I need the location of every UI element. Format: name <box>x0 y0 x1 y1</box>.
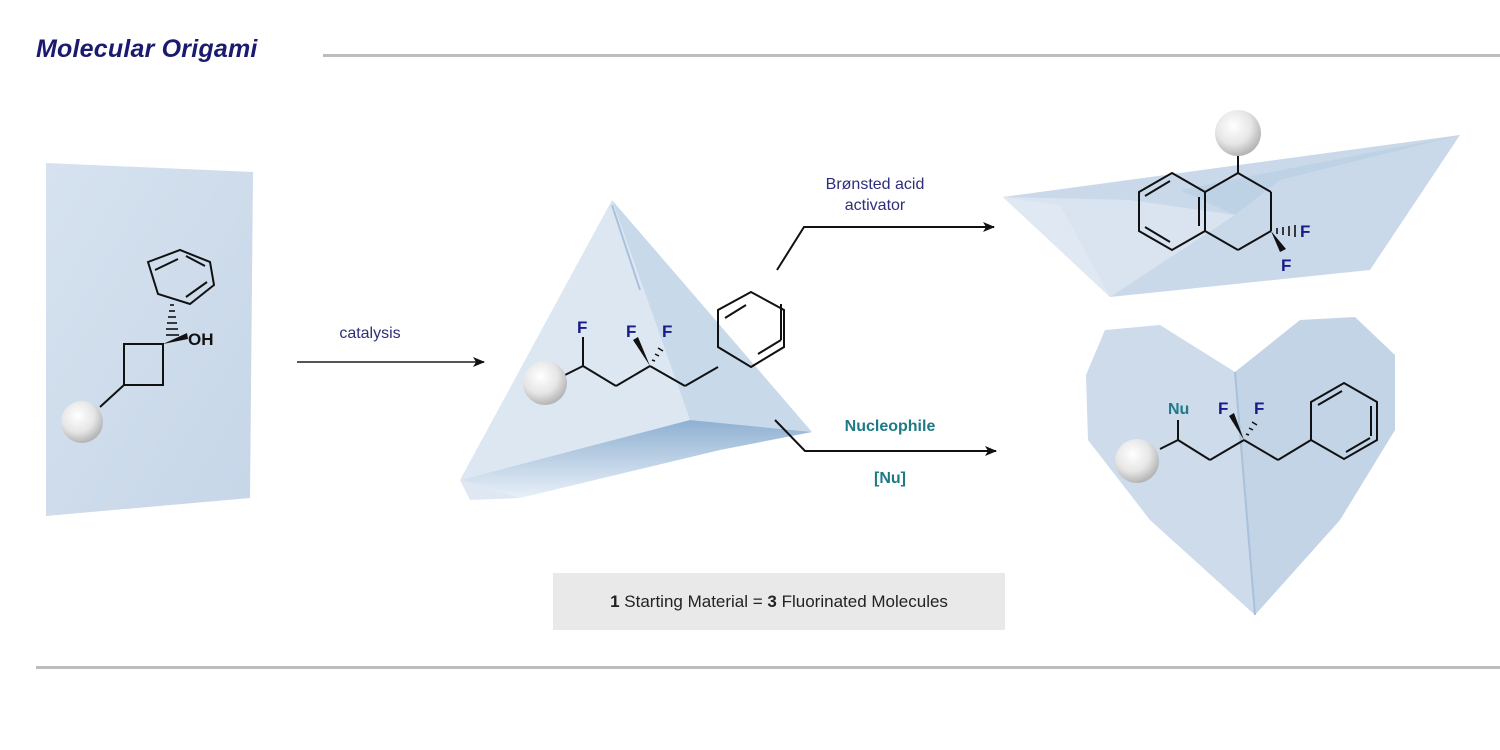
starting-material: OH <box>46 163 253 516</box>
wedge-bond <box>633 337 650 366</box>
cyclobutanol-structure <box>99 248 216 408</box>
intermediate: F F F <box>455 200 812 500</box>
fluorine-label: F <box>1218 399 1228 418</box>
substituent-ball <box>1215 110 1261 156</box>
product-lower: Nu F F <box>1086 317 1395 616</box>
bottom-divider <box>36 666 1500 669</box>
fluorine-label: F <box>577 318 587 337</box>
wedge-bond <box>1271 231 1286 252</box>
nucleophile-label: Nucleophile <box>844 418 936 435</box>
substituent-ball <box>1115 439 1159 483</box>
fluorine-label: F <box>662 322 672 341</box>
nucleophile-label: Nu <box>1168 401 1189 418</box>
bronsted-acid-label: Brønsted acid <box>825 176 925 193</box>
nu-label: [Nu] <box>874 470 906 487</box>
paper-heart-shape <box>1086 317 1395 616</box>
fluorine-label: F <box>1281 256 1291 275</box>
fluorine-label: F <box>1254 399 1264 418</box>
product-upper: F F <box>1003 110 1460 297</box>
summary-text-start: Starting Material = <box>619 591 768 611</box>
activator-label: activator <box>844 197 906 214</box>
catalysis-label: catalysis <box>339 325 401 342</box>
fluorine-label: F <box>626 322 636 341</box>
bronsted-acid-arrow <box>776 222 995 271</box>
paper-sheet-shape <box>46 163 253 516</box>
summary-text-end: Fluorinated Molecules <box>776 591 948 611</box>
wedge-bond <box>163 333 188 344</box>
fluorine-label: F <box>1300 222 1310 241</box>
starting-count: 1 <box>610 591 620 611</box>
page-title: Molecular Origami <box>36 35 258 63</box>
hydroxyl-label: OH <box>188 330 214 349</box>
substituent-ball <box>61 401 103 443</box>
wedge-bond <box>1229 413 1244 440</box>
benzene-ring <box>724 304 782 355</box>
paper-boat-shape <box>1003 135 1460 297</box>
fortune-teller-shape <box>455 200 812 500</box>
summary-box: 1 Starting Material = 3 Fluorinated Mole… <box>553 573 1005 630</box>
top-divider <box>323 54 1500 57</box>
product-count: 3 <box>767 591 777 611</box>
substituent-ball <box>523 361 567 405</box>
nucleophile-arrow <box>774 419 997 456</box>
